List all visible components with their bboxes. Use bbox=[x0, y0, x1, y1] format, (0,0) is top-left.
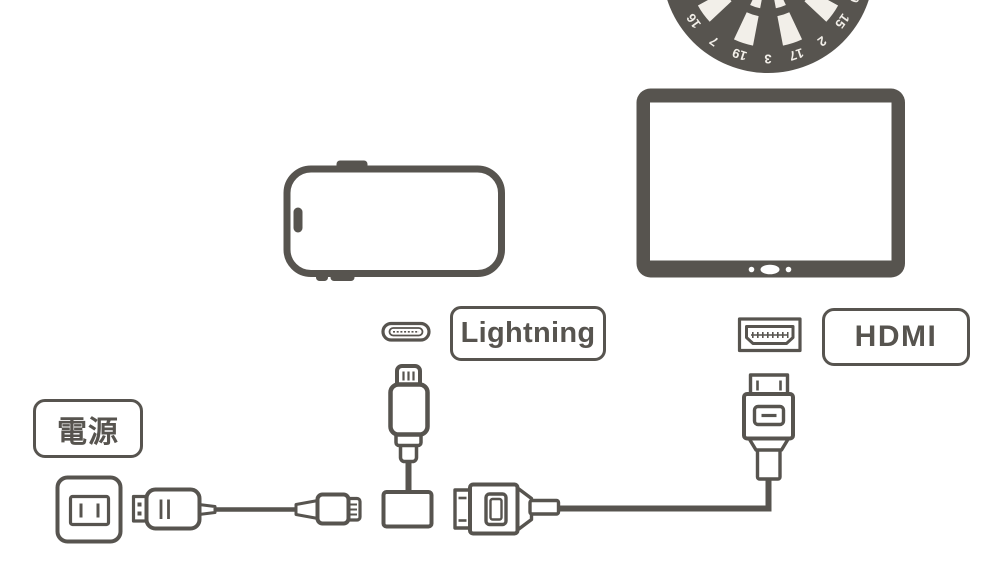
power-label-text: 電源 bbox=[57, 415, 119, 449]
hdmi-label-text: HDMI bbox=[854, 320, 938, 353]
dartboard-icon: 2011841361015217319716811149125 bbox=[662, 0, 874, 73]
hdmi-label: HDMI bbox=[822, 308, 970, 366]
lightning-adapter-box-icon bbox=[381, 490, 434, 529]
dartboard-number: 3 bbox=[764, 52, 771, 67]
power-cable-connector-icon bbox=[315, 492, 362, 526]
dartboard-number: 16 bbox=[683, 11, 704, 32]
dartboard-number: 15 bbox=[832, 11, 853, 32]
power-outlet-icon bbox=[55, 475, 123, 544]
hdmi-cable-icon bbox=[453, 373, 795, 536]
smartphone-icon bbox=[283, 160, 505, 281]
lightning-label-text: Lightning bbox=[460, 317, 596, 349]
power-plug-icon bbox=[131, 487, 362, 531]
dartboard-number: 10 bbox=[846, 0, 865, 5]
hdmi-connector-left-icon bbox=[453, 482, 561, 536]
tv-monitor-icon bbox=[636, 88, 905, 278]
phone-camera-island bbox=[293, 207, 303, 233]
dartboard-number: 19 bbox=[730, 45, 748, 64]
hdmi-port-icon bbox=[737, 317, 802, 353]
lightning-cable-icon bbox=[381, 364, 434, 529]
power-label: 電源 bbox=[33, 399, 143, 458]
lightning-port-icon bbox=[381, 321, 431, 342]
hdmi-connector-up-icon bbox=[742, 373, 795, 481]
lightning-label: Lightning bbox=[450, 306, 606, 361]
dartboard-number: 17 bbox=[787, 45, 805, 64]
